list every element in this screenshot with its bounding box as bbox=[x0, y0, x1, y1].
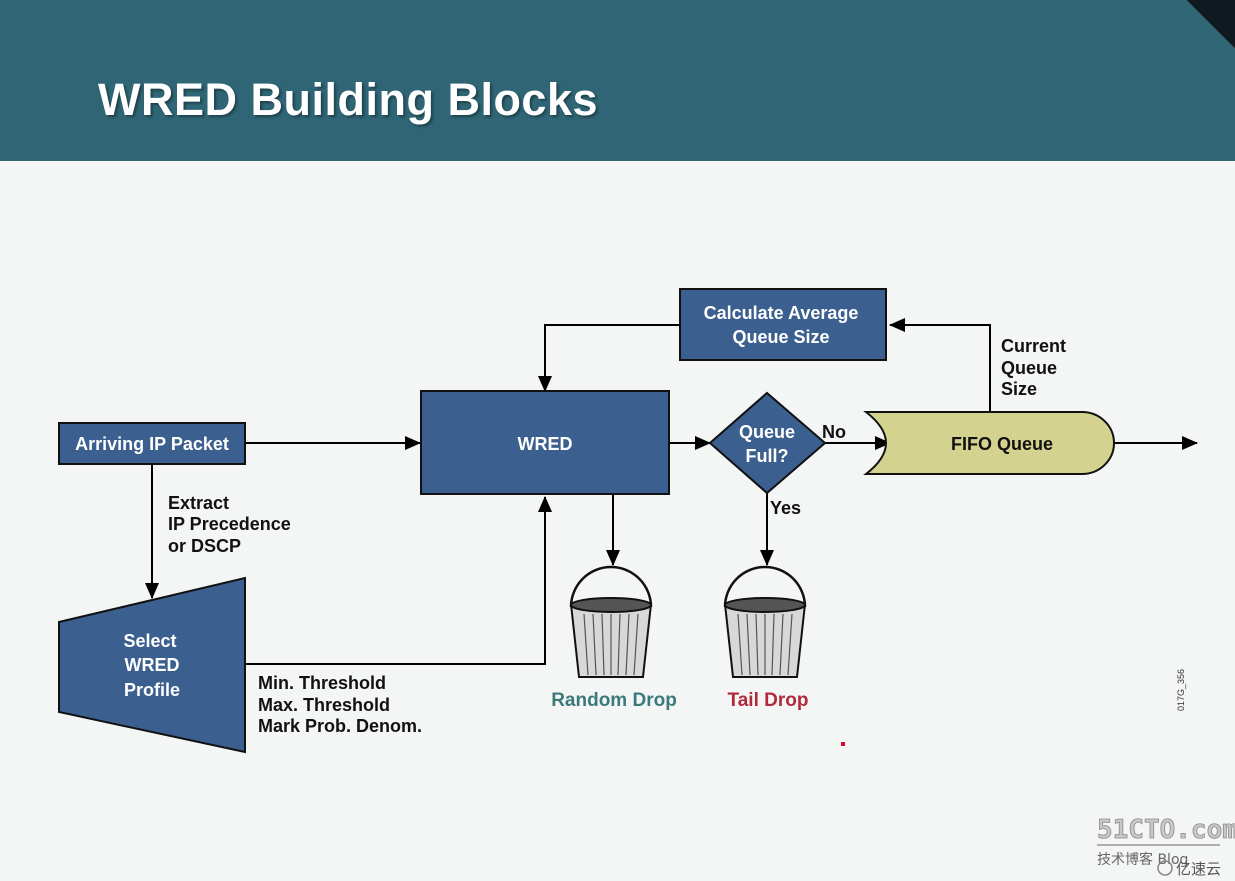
current-size-line1: Current bbox=[1001, 336, 1066, 356]
random-drop-bucket bbox=[569, 565, 653, 678]
arrow-current-size-to-calc bbox=[889, 318, 991, 412]
arriving-packet-box: Arriving IP Packet bbox=[58, 422, 246, 465]
arrow-calc-to-wred bbox=[538, 324, 680, 392]
wred-box: WRED bbox=[420, 390, 670, 495]
wred-label: WRED bbox=[518, 434, 573, 454]
queue-full-line1: Queue bbox=[739, 422, 795, 442]
extract-line1: Extract bbox=[168, 493, 229, 513]
connector-lines bbox=[145, 318, 1198, 665]
queue-full-line2: Full? bbox=[746, 446, 789, 466]
arrow-select-to-wred bbox=[245, 496, 552, 665]
select-profile-shape: Select WRED Profile bbox=[58, 576, 246, 754]
red-dot bbox=[841, 742, 845, 746]
random-drop-label: Random Drop bbox=[551, 690, 677, 711]
watermark: 51CTO.com 技术博客 Blog 亿速云 bbox=[1097, 815, 1235, 878]
no-label: No bbox=[822, 422, 846, 442]
current-size-line2: Queue bbox=[1001, 358, 1057, 378]
watermark-brand: 亿速云 bbox=[1176, 860, 1221, 878]
page-title: WRED Building Blocks bbox=[98, 74, 599, 125]
fifo-queue-shape: FIFO Queue bbox=[863, 411, 1115, 475]
extract-line2: IP Precedence bbox=[168, 514, 291, 534]
extract-label: Extract IP Precedence or DSCP bbox=[168, 493, 291, 556]
watermark-site: 51CTO.com bbox=[1097, 815, 1235, 845]
figure-id: 017G_356 bbox=[1176, 669, 1186, 711]
current-size-line3: Size bbox=[1001, 379, 1037, 399]
threshold-line2: Max. Threshold bbox=[258, 695, 390, 715]
select-profile-line2: WRED bbox=[125, 655, 180, 675]
fifo-queue-label: FIFO Queue bbox=[951, 434, 1053, 454]
current-size-label: Current Queue Size bbox=[1001, 336, 1066, 399]
calc-average-box: Calculate Average Queue Size bbox=[679, 288, 887, 361]
extract-line3: or DSCP bbox=[168, 536, 241, 556]
threshold-line1: Min. Threshold bbox=[258, 673, 386, 693]
calc-average-line1: Calculate Average bbox=[704, 303, 859, 323]
select-profile-line1: Select bbox=[123, 631, 176, 651]
yes-label: Yes bbox=[770, 498, 801, 518]
calc-average-line2: Queue Size bbox=[732, 327, 829, 347]
header-bar: WRED Building Blocks bbox=[0, 0, 1235, 161]
select-profile-line3: Profile bbox=[124, 680, 180, 700]
threshold-line3: Mark Prob. Denom. bbox=[258, 716, 422, 736]
tail-drop-bucket bbox=[723, 565, 807, 678]
watermark-line2: 技术博客 Blog bbox=[1097, 851, 1188, 868]
tail-drop-label: Tail Drop bbox=[728, 690, 809, 711]
corner-decoration bbox=[1187, 0, 1235, 48]
cloud-icon bbox=[1157, 860, 1173, 876]
queue-full-decision: Queue Full? bbox=[708, 391, 827, 495]
threshold-labels: Min. Threshold Max. Threshold Mark Prob.… bbox=[258, 673, 422, 736]
arriving-packet-label: Arriving IP Packet bbox=[75, 434, 229, 454]
